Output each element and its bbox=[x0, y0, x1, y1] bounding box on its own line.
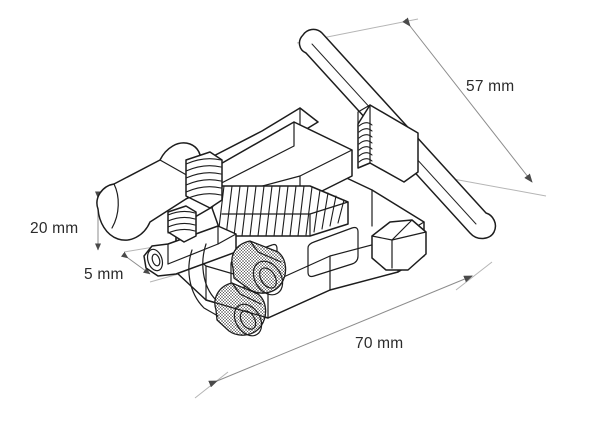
small-screw bbox=[167, 205, 197, 243]
vertical-stud bbox=[185, 151, 223, 209]
dimension-label-70: 70 mm bbox=[355, 335, 404, 352]
main-screw bbox=[211, 185, 349, 237]
knob-bracket bbox=[188, 243, 219, 317]
dimension-line-5 bbox=[120, 251, 151, 275]
small-screw-threads bbox=[167, 210, 196, 234]
dimension-label-57: 57 mm bbox=[466, 78, 515, 95]
stud-threads bbox=[185, 158, 222, 200]
collar-threads bbox=[358, 122, 373, 163]
lower-jaw bbox=[143, 225, 237, 277]
lower-body-edge bbox=[205, 289, 331, 319]
hex-block bbox=[371, 219, 427, 271]
dimension-line-70 bbox=[208, 275, 473, 388]
knurled-knob-upper bbox=[231, 240, 287, 296]
knurled-knob-lower bbox=[214, 282, 267, 337]
dimension-label-20: 20 mm bbox=[30, 220, 79, 237]
dimension-label-5: 5 mm bbox=[84, 266, 124, 283]
dimension-line-57 bbox=[402, 17, 533, 183]
drive-collar bbox=[357, 104, 419, 183]
